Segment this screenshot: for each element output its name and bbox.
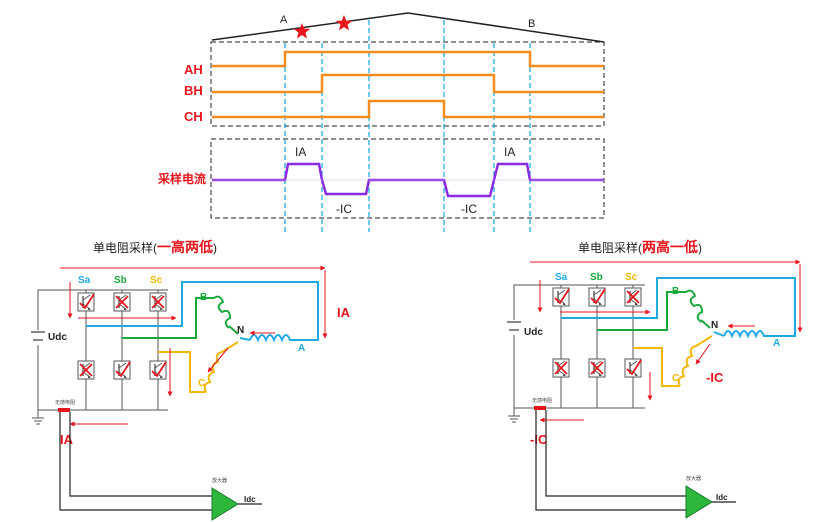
phase-label-sc: Sc [150, 275, 163, 286]
level-label-ia-2: IA [504, 145, 515, 159]
channel-label-ch: CH [184, 109, 203, 124]
supply-label: Udc [524, 327, 543, 338]
circuit-title: 单电阻采样(两高一低) [578, 239, 702, 255]
switch-off-cross-icon [554, 290, 640, 375]
switching-instant-lines [284, 20, 531, 232]
circuit-one-high-two-low: 单电阻采样(一高两低) Sa Sb Sc Udc [31, 239, 351, 521]
coil-a-label: A [298, 343, 305, 354]
winding-b [213, 295, 232, 329]
waveform-bh [212, 73, 604, 94]
marker-a-label: A [280, 14, 288, 26]
sample-current-frame [210, 138, 605, 219]
current-label-left: -IC [530, 432, 548, 447]
supply-label: Udc [48, 332, 67, 343]
dc-link-capacitor [507, 321, 521, 331]
star-icon [335, 15, 353, 31]
marker-b-label: B [528, 18, 535, 30]
phase-a-wire [86, 281, 319, 341]
phase-label-sa: Sa [78, 275, 91, 286]
dc-link-capacitor [31, 331, 45, 341]
level-label-ic-1: -IC [336, 202, 352, 216]
phase-c-wire [158, 351, 206, 393]
channel-label-bh: BH [184, 83, 203, 98]
coil-c-label: C [672, 373, 679, 384]
amplifier-label: 放大器 [212, 477, 227, 484]
amplifier-label: 放大器 [686, 475, 701, 482]
level-label-ia-1: IA [295, 145, 306, 159]
star-icon [293, 23, 311, 39]
current-flow-arrows [530, 259, 803, 423]
coil-b-label: B [200, 292, 207, 303]
waveform-ah [212, 50, 604, 68]
switch-on-check-icon [554, 288, 642, 376]
ground-icon [508, 408, 520, 423]
neutral-label: N [237, 325, 244, 336]
carrier-triangle [211, 12, 605, 43]
shunt-resistor [58, 408, 70, 412]
channel-label-ah: AH [184, 62, 203, 77]
phase-label-sc: Sc [625, 272, 638, 283]
resistor-label: 无感电阻 [55, 399, 75, 406]
phase-b-wire [122, 297, 214, 339]
timing-diagram: A B AH BH CH 采样电流 IA -IC - [157, 12, 605, 232]
coil-b-label: B [672, 286, 679, 297]
current-label-right: -IC [706, 370, 724, 385]
resistor-label: 无感电阻 [532, 397, 552, 404]
gate-signals-frame [210, 41, 605, 127]
winding-c [203, 351, 223, 393]
current-flow-arrows [60, 265, 328, 427]
current-label-left: IA [60, 432, 74, 447]
shunt-resistor [534, 406, 546, 410]
phase-label-sb: Sb [590, 272, 603, 283]
sample-current-label: 采样电流 [157, 171, 206, 186]
waveform-ch [212, 99, 604, 119]
amplifier-icon [685, 485, 713, 519]
phase-label-sb: Sb [114, 275, 127, 286]
phase-a-wire [561, 277, 796, 337]
output-label: Idc [244, 495, 256, 504]
circuit-title: 单电阻采样(一高两低) [93, 239, 217, 255]
phase-c-wire [633, 347, 680, 387]
switch-on-check-icon [79, 293, 167, 378]
winding-a [723, 330, 770, 339]
winding-a [249, 334, 296, 343]
coil-a-label: A [773, 338, 780, 349]
winding-b [685, 289, 704, 323]
phase-label-sa: Sa [555, 272, 568, 283]
ground-icon [32, 410, 44, 425]
amplifier-icon [211, 487, 239, 521]
current-label-right: IA [337, 305, 351, 320]
circuit-two-high-one-low: 单电阻采样(两高一低) Sa Sb Sc Udc [507, 239, 803, 519]
switch-off-cross-icon [79, 295, 165, 377]
phase-b-wire [597, 291, 686, 331]
coil-c-label: C [198, 378, 205, 389]
neutral-label: N [711, 320, 718, 331]
winding-c [677, 345, 697, 387]
output-label: Idc [716, 493, 728, 502]
level-label-ic-2: -IC [461, 202, 477, 216]
